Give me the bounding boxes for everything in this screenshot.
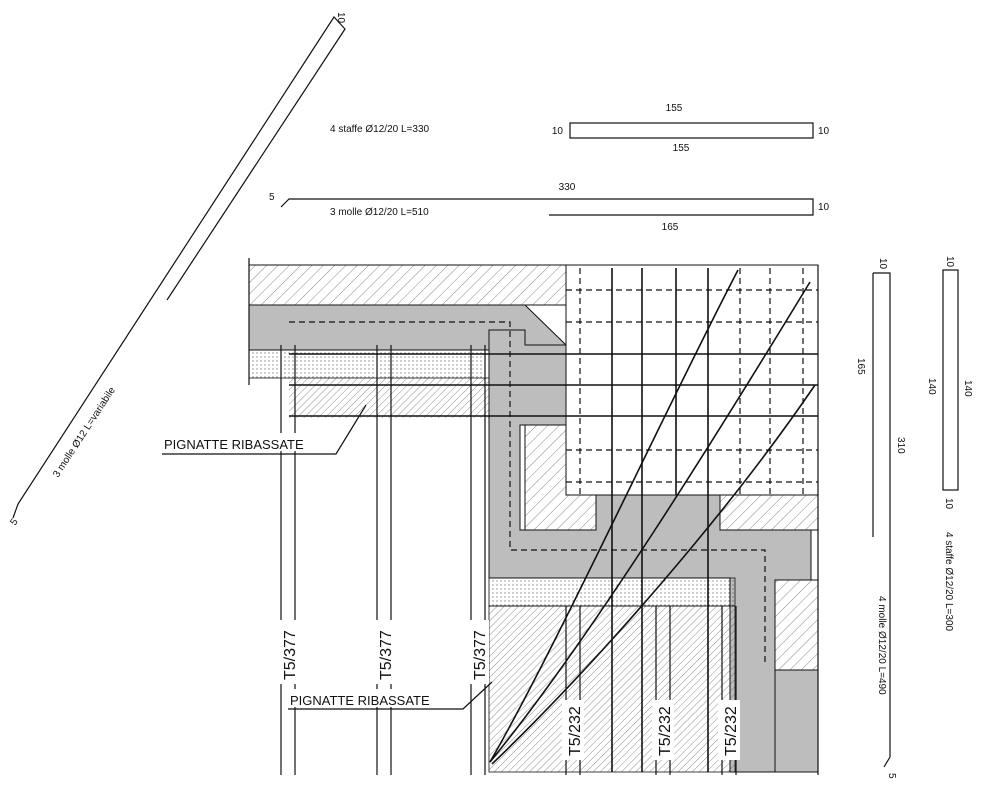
- dim-v140-a: 140: [926, 378, 937, 395]
- beam-label-4: T5/232: [567, 706, 584, 756]
- pignatte-label-bg: [162, 433, 336, 451]
- beam-label-1: T5/377: [282, 630, 299, 680]
- dim-155-bottom: 155: [673, 143, 690, 154]
- dim-v10-c: 10: [943, 498, 954, 510]
- beam-label-bg: [562, 700, 584, 760]
- dim-10-long: 10: [818, 202, 830, 213]
- beam-label-3: T5/377: [472, 630, 489, 680]
- dim-v10-a: 10: [877, 258, 888, 270]
- beam-label-bg: [373, 620, 395, 684]
- dim-v140-b: 140: [962, 380, 973, 397]
- dim-v10-b: 10: [944, 256, 955, 268]
- dim-diag-bottom: 5: [8, 516, 20, 527]
- dim-10-right: 10: [818, 126, 830, 137]
- dim-330: 330: [559, 182, 576, 193]
- label-pignatte-1: PIGNATTE RIBASSATE: [164, 437, 304, 452]
- beam-label-bg: [718, 700, 740, 760]
- beam-label-6: T5/232: [723, 706, 740, 756]
- pignatte-label-bg: [288, 689, 462, 707]
- dim-155-top: 155: [666, 103, 683, 114]
- label-stirrups-right: 4 staffe Ø12/20 L=300: [943, 532, 954, 632]
- stirrup-shape-right: [942, 269, 959, 491]
- beam-label-2: T5/377: [378, 630, 395, 680]
- stirrup-shape-top: [569, 122, 814, 139]
- label-springs-diagonal: 3 molle Ø12 L=variabile: [51, 385, 118, 480]
- floor-plan: [248, 258, 819, 775]
- dim-diag-top: 10: [335, 12, 346, 24]
- spring-shape-top: [280, 198, 814, 216]
- dim-165: 165: [662, 222, 679, 233]
- spring-shape-right: [872, 272, 891, 768]
- beam-label-5: T5/232: [657, 706, 674, 756]
- dim-10-left: 10: [552, 126, 564, 137]
- dim-v5: 5: [886, 773, 897, 779]
- dim-5-top: 5: [269, 192, 275, 203]
- label-stirrups-top: 4 staffe Ø12/20 L=330: [330, 124, 430, 135]
- label-springs-top: 3 molle Ø12/20 L=510: [330, 207, 429, 218]
- spring-shape-diagonal: [12, 16, 346, 519]
- beam-label-bg: [467, 620, 489, 684]
- dim-v165: 165: [855, 358, 866, 375]
- beam-label-bg: [652, 700, 674, 760]
- beam-label-bg: [277, 620, 299, 684]
- label-springs-right: 4 molle Ø12/20 L=490: [876, 596, 887, 695]
- label-pignatte-2: PIGNATTE RIBASSATE: [290, 693, 430, 708]
- dim-v310: 310: [895, 437, 906, 454]
